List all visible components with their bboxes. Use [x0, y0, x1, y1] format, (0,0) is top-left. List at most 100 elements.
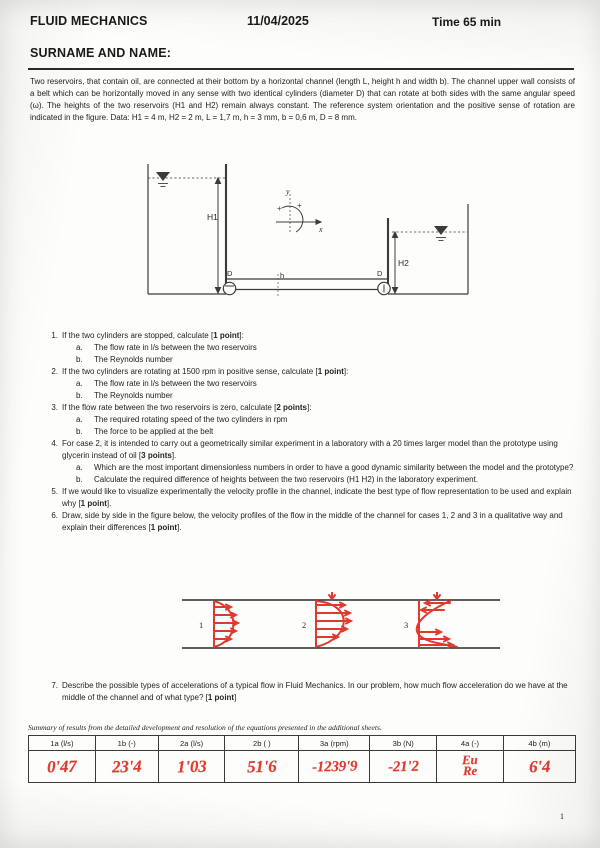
question-1: 1. If the two cylinders are stopped, cal…: [44, 330, 579, 366]
results-answer-4b-cell[interactable]: 6'4: [502, 750, 577, 783]
question-4a-text: Which are the most important dimensionle…: [94, 463, 574, 472]
question-5-text: If we would like to visualize experiment…: [62, 487, 572, 508]
question-2-text: If the two cylinders are rotating at 150…: [62, 367, 318, 376]
time-limit: Time 65 min: [432, 15, 502, 29]
question-6-text-end: ].: [177, 523, 182, 532]
question-1a-letter: a.: [76, 343, 83, 352]
question-1-text: If the two cylinders are stopped, calcul…: [62, 331, 214, 340]
results-table-answer-row: 0'47 23'4 1'03 51'6 -1239'9 -21'2: [28, 750, 577, 783]
question-6-number: 6.: [51, 511, 58, 520]
question-3: 3. If the flow rate between the two rese…: [44, 402, 579, 438]
h1-arrow-bottom: [214, 287, 222, 295]
question-1a-text: The flow rate in l/s between the two res…: [94, 343, 257, 352]
rotation-plus-right: +: [297, 201, 302, 210]
question-2-text-end: ]:: [343, 367, 349, 376]
question-2a-letter: a.: [76, 379, 83, 388]
question-1a: a. The flow rate in l/s between the two …: [62, 342, 579, 354]
question-5-points: 1 point: [80, 499, 107, 508]
question-2-number: 2.: [51, 367, 58, 376]
question-2-points: 1 point: [317, 367, 344, 376]
question-3-text: If the flow rate between the two reservo…: [62, 403, 277, 412]
results-answer-2b: 51'6: [246, 756, 277, 776]
question-1-points: 1 point: [213, 331, 240, 340]
question-3-text-end: ]:: [307, 403, 312, 412]
name-field-label: SURNAME AND NAME:: [30, 46, 172, 60]
question-7-points: 1 point: [207, 693, 235, 702]
profile-case-label-3: 3: [404, 620, 408, 630]
results-column-3a: 3a (rpm): [298, 735, 371, 751]
profile-case-label-2: 2: [302, 620, 306, 630]
header-top-row: FLUID MECHANICS 11/04/2025 Time 65 min: [0, 14, 600, 32]
question-3b-letter: b.: [76, 427, 83, 436]
h2-arrow-top: [391, 230, 399, 238]
question-5: 5. If we would like to visualize experim…: [44, 486, 579, 510]
question-4b-text: Calculate the required difference of hei…: [94, 475, 479, 484]
question-7-text-end: ]: [234, 693, 237, 702]
question-4-number: 4.: [51, 439, 58, 448]
question-1b: b. The Reynolds number: [62, 354, 579, 366]
profile-drawing-case-1: [213, 600, 241, 648]
question-2b: b. The Reynolds number: [62, 390, 579, 402]
results-answer-3b-cell[interactable]: -21'2: [369, 750, 438, 783]
course-title: FLUID MECHANICS: [30, 14, 148, 28]
results-answer-4b: 6'4: [528, 756, 551, 776]
results-column-1b: 1b (-): [94, 735, 159, 751]
results-answer-3b: -21'2: [387, 758, 419, 775]
question-2b-letter: b.: [76, 391, 83, 400]
results-answer-2b-cell[interactable]: 51'6: [224, 750, 300, 783]
question-3a-letter: a.: [76, 415, 83, 424]
question-4-text: For case 2, it is intended to carry out …: [62, 439, 558, 460]
results-answer-1a-cell[interactable]: 0'47: [28, 750, 96, 783]
question-4a: a. Which are the most important dimensio…: [62, 462, 579, 474]
question-list: 1. If the two cylinders are stopped, cal…: [44, 330, 579, 534]
problem-statement: Two reservoirs, that contain oil, are co…: [30, 76, 575, 124]
question-3a-text: The required rotating speed of the two c…: [94, 415, 288, 424]
question-3a: a. The required rotating speed of the tw…: [62, 414, 579, 426]
page-number: 1: [560, 812, 564, 821]
question-6-text: Draw, side by side in the figure below, …: [62, 511, 563, 532]
question-1b-letter: b.: [76, 355, 83, 364]
question-4b-letter: b.: [76, 475, 83, 484]
profile-3-belt-arrow: [433, 592, 441, 601]
question-4b: b. Calculate the required difference of …: [62, 474, 579, 486]
problem-statement-text: Two reservoirs, that contain oil, are co…: [30, 77, 575, 122]
summary-caption: Summary of results from the detailed dev…: [28, 723, 382, 732]
question-3b: b. The force to be applied at the belt: [62, 426, 579, 438]
question-2a-text: The flow rate in l/s between the two res…: [94, 379, 257, 388]
results-column-4b: 4b (m): [502, 735, 577, 751]
axis-x-label: x: [318, 225, 323, 234]
results-answer-3a: -1239'9: [311, 757, 358, 776]
question-6-points: 1 point: [150, 523, 178, 532]
results-column-1a: 1a (l/s): [28, 735, 96, 751]
question-3-points: 2 points: [276, 403, 307, 412]
header-divider: [28, 68, 574, 70]
question-7-text: Describe the possible types of accelerat…: [62, 681, 568, 702]
question-7: 7. Describe the possible types of accele…: [44, 680, 579, 704]
results-answer-4a-line2: Re: [462, 762, 478, 778]
question-1-text-end: ]:: [239, 331, 244, 340]
velocity-profiles-figure: 1 2 3: [182, 592, 500, 654]
question-2: 2. If the two cylinders are rotating at …: [44, 366, 579, 402]
diameter-label-left: D: [227, 269, 233, 278]
results-answer-1b-cell[interactable]: 23'4: [94, 750, 159, 783]
question-3b-text: The force to be applied at the belt: [94, 427, 214, 436]
results-answer-3a-cell[interactable]: -1239'9: [298, 750, 371, 783]
results-table: 1a (l/s) 1b (-) 2a (l/s) 2b ( ) 3a (rpm)…: [28, 735, 577, 783]
results-answer-2a-cell[interactable]: 1'03: [157, 750, 226, 783]
results-column-2b: 2b ( ): [224, 735, 300, 751]
question-4: 4. For case 2, it is intended to carry o…: [44, 438, 579, 486]
axis-y-label: y: [285, 187, 290, 196]
question-7-number: 7.: [51, 681, 58, 690]
h1-label: H1: [207, 212, 218, 222]
question-5-number: 5.: [51, 487, 58, 496]
rotation-plus-left: +: [277, 204, 282, 213]
profile-drawing-case-2: [315, 592, 354, 648]
results-answer-4a-cell[interactable]: Eu Re: [436, 750, 504, 783]
channel-height-label: h: [280, 271, 284, 280]
results-column-2a: 2a (l/s): [157, 735, 226, 751]
question-2a: a. The flow rate in l/s between the two …: [62, 378, 579, 390]
question-6: 6. Draw, side by side in the figure belo…: [44, 510, 579, 534]
h2-label: H2: [398, 258, 409, 268]
question-7-container: 7. Describe the possible types of accele…: [44, 680, 579, 704]
